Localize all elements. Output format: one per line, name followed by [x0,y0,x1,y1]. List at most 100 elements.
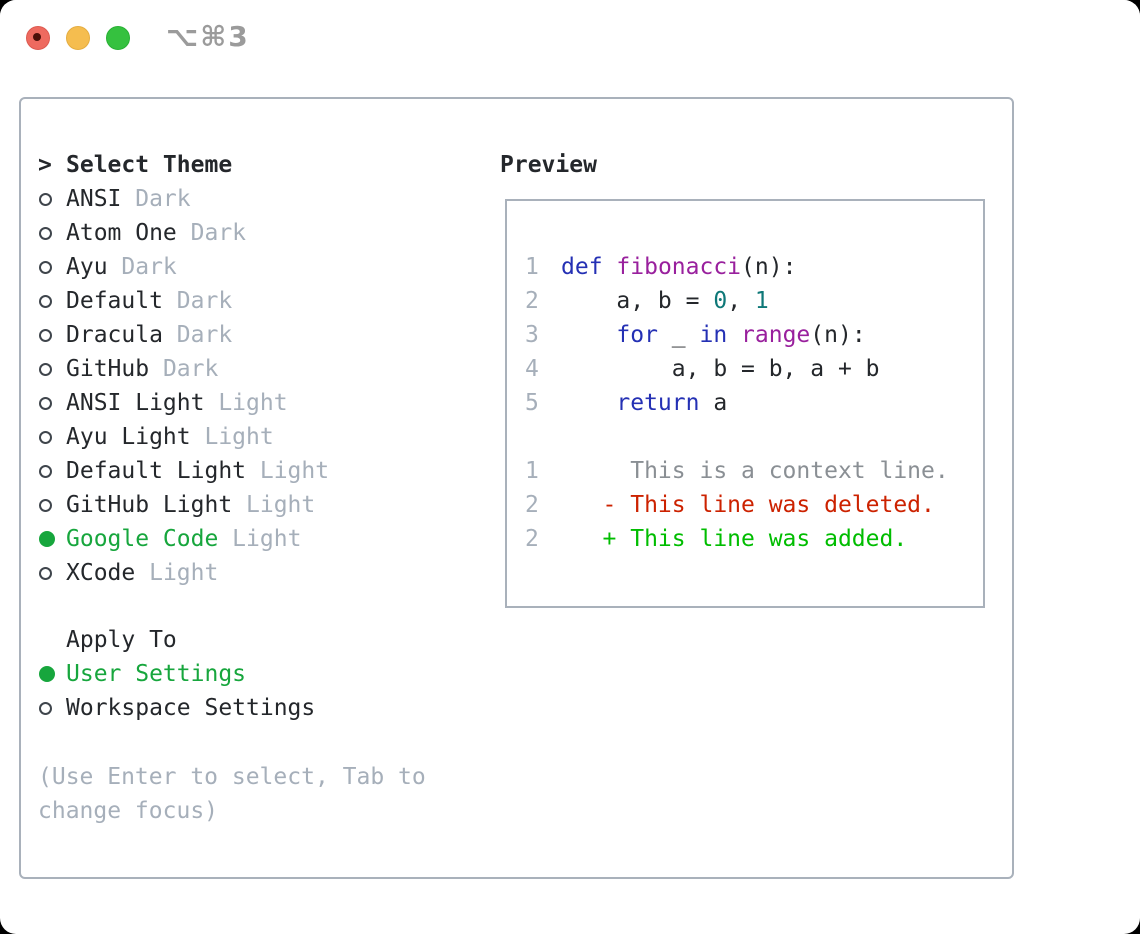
apply-option-workspace-settings[interactable]: Workspace Settings [38,691,315,725]
line-number: 5 [525,390,539,416]
option-variant-label: Light [204,390,288,416]
code-token: a, b = [561,288,714,314]
code-token [603,254,617,280]
code-line: 3 for _ in range(n): [525,318,949,352]
option-label: GitHub [66,356,150,382]
minimize-button[interactable] [66,26,90,50]
radio-marker [38,260,66,274]
code-token: fibonacci [616,254,742,280]
prompt-marker: > [38,152,66,178]
select-theme-title: Select Theme [66,152,233,178]
option-variant-label: Dark [121,186,191,212]
line-content: - This line was deleted. [561,492,935,518]
theme-option-ayu-light[interactable]: Ayu Light Light [38,420,329,454]
radio-icon [39,498,52,512]
line-content: This is a context line. [561,458,949,484]
zoom-button[interactable] [106,26,130,50]
line-content: + This line was added. [561,526,908,552]
option-label: Ayu Light [66,424,191,450]
theme-option-default[interactable]: Default Dark [38,284,329,318]
line-content: for _ in range(n): [561,322,865,348]
select-theme-header: > Select Theme [38,148,329,182]
code-token: (n): [741,254,797,280]
radio-icon [39,464,52,478]
code-token: + This line was added. [561,526,908,552]
option-label: XCode [66,560,136,586]
code-token: range [741,322,811,348]
radio-icon [39,328,52,342]
code-token: def [561,254,603,280]
option-label: Workspace Settings [66,695,316,721]
option-variant-label: Light [135,560,219,586]
radio-marker [38,464,66,478]
theme-option-github[interactable]: GitHub Dark [38,352,329,386]
radio-marker [38,294,66,308]
option-variant-label: Light [246,458,330,484]
code-token: in [699,322,728,348]
line-number: 1 [525,458,539,484]
option-label: Google Code [66,526,219,552]
theme-option-default-light[interactable]: Default Light Light [38,454,329,488]
option-label: ANSI Light [66,390,205,416]
preview-title: Preview [500,152,597,178]
radio-marker [38,498,66,512]
window-title: ⌥⌘3 [166,20,250,53]
code-line: 1 This is a context line. [525,454,949,488]
theme-option-ansi[interactable]: ANSI Dark [38,182,329,216]
code-token: for [616,322,658,348]
code-token: a [699,390,728,416]
code-line: 5 return a [525,386,949,420]
theme-option-dracula[interactable]: Dracula Dark [38,318,329,352]
theme-option-github-light[interactable]: GitHub Light Light [38,488,329,522]
option-label: Dracula [66,322,163,348]
theme-option-ansi-light[interactable]: ANSI Light Light [38,386,329,420]
code-line: 2 + This line was added. [525,522,949,556]
apply-to-title: Apply To [66,627,177,653]
code-token: - This line was deleted. [561,492,935,518]
option-variant-label: Dark [162,288,233,314]
option-label: ANSI [66,186,122,212]
code-token [727,322,741,348]
line-number: 1 [525,254,539,280]
apply-to-header-row: Apply To [38,623,315,657]
theme-picker-panel: > Select Theme ANSI Dark Atom One Dark Ay… [19,97,1014,879]
radio-marker [38,666,66,682]
radio-marker [38,328,66,342]
option-label: GitHub Light [66,492,233,518]
radio-icon [39,192,52,206]
radio-icon [39,226,52,240]
close-button[interactable] [26,26,50,50]
theme-option-atom-one[interactable]: Atom One Dark [38,216,329,250]
radio-icon [39,396,52,410]
radio-marker [38,566,66,580]
radio-marker [38,226,66,240]
radio-marker [38,531,66,547]
code-token [561,390,616,416]
radio-icon [39,362,52,376]
theme-option-ayu[interactable]: Ayu Dark [38,250,329,284]
code-line [525,420,949,454]
apply-option-user-settings[interactable]: User Settings [38,657,315,691]
option-variant-label: Light [190,424,274,450]
radio-icon [39,701,52,715]
code-line: 2 - This line was deleted. [525,488,949,522]
radio-icon [39,666,55,682]
prompt-caret: > [38,152,52,178]
option-variant-label: Dark [107,254,177,280]
code-token: 1 [754,288,769,314]
radio-marker [38,430,66,444]
radio-icon [39,566,52,580]
radio-marker [38,701,66,715]
line-content: def fibonacci(n): [561,254,796,280]
theme-option-xcode[interactable]: XCode Light [38,556,329,590]
line-content: a, b = b, a + b [561,356,880,382]
code-token: 0 [713,288,728,314]
line-number: 4 [525,356,539,382]
radio-marker [38,396,66,410]
radio-icon [39,294,52,308]
line-content: a, b = 0, 1 [561,288,769,314]
theme-option-google-code[interactable]: Google Code Light [38,522,329,556]
option-variant-label: Dark [162,322,233,348]
